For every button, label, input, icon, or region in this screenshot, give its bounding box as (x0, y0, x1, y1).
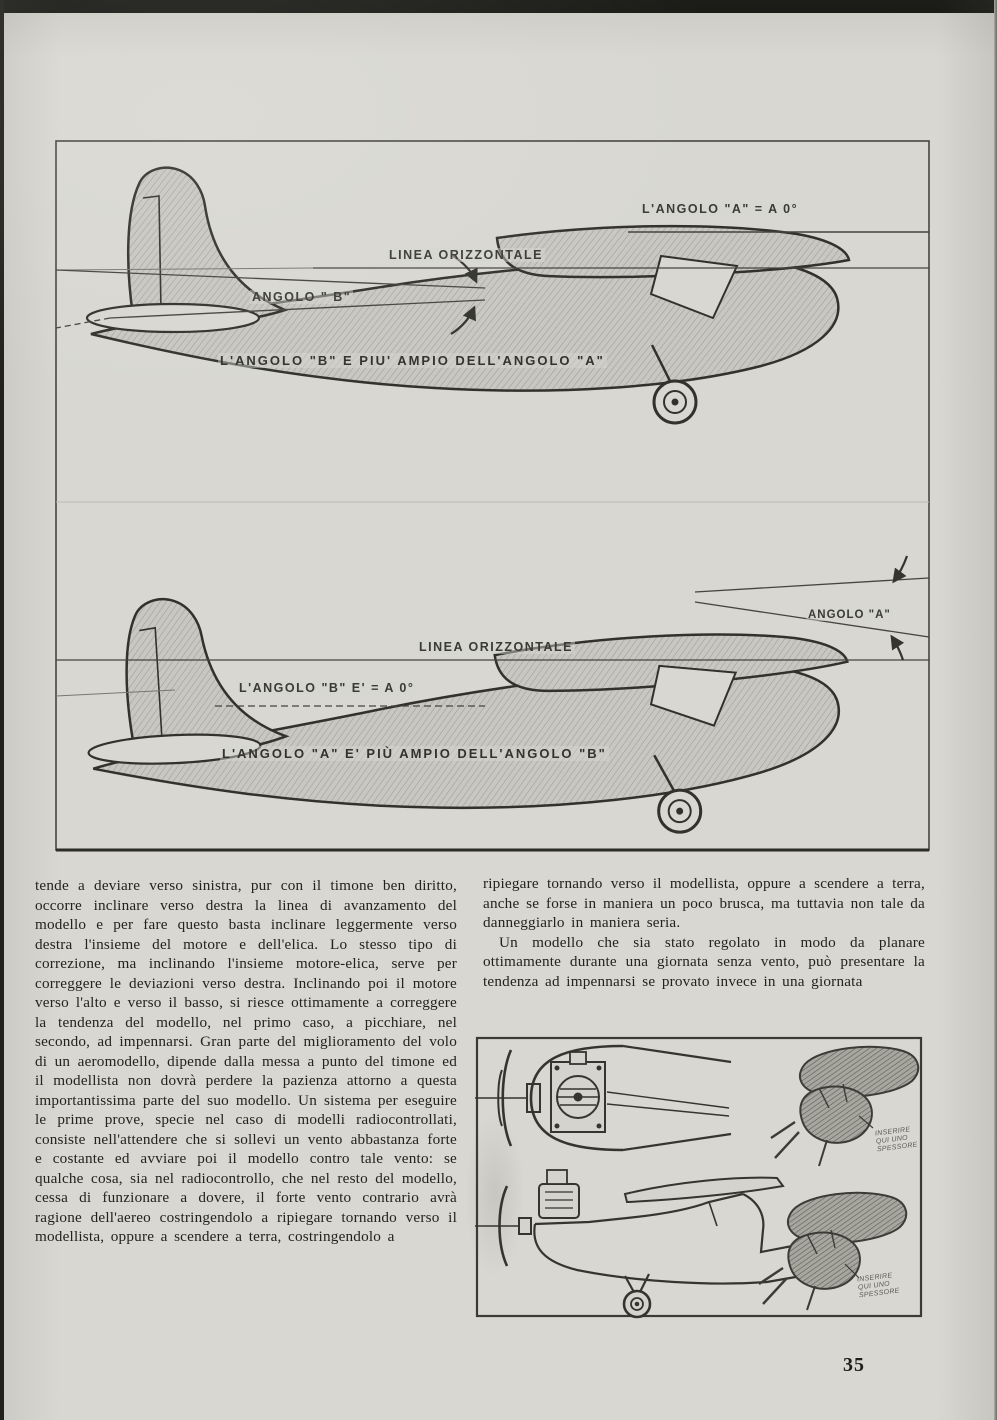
wing (495, 224, 851, 279)
angle-b-arrow-upper (452, 255, 478, 284)
propeller-blade (762, 1277, 788, 1305)
propeller-blade (774, 1131, 800, 1159)
label-linea-orizzontale-bottom: LINEA ORIZZONTALE (417, 640, 575, 654)
angle-a2-arrow-lower (890, 634, 905, 661)
label-angolo-b: ANGOLO " B" (250, 290, 354, 304)
label-angolo-a: ANGOLO "A" (806, 609, 893, 621)
cowling-outline (529, 1044, 624, 1152)
paragraph: ripiegare tornando verso il modellista, … (483, 875, 925, 931)
cockpit (649, 254, 739, 320)
wing (623, 1176, 785, 1204)
label-angle-a-equals-zero: L'ANGOLO "A" = A 0° (640, 202, 801, 216)
angle-a2-line-lower (694, 601, 930, 638)
inset-frame (475, 1036, 923, 1318)
page-number: 35 (843, 1354, 865, 1376)
angle-a2-arrow-upper (892, 555, 909, 584)
propeller-arc (498, 1185, 509, 1267)
angle-a2-line-upper (694, 577, 930, 593)
article-right-column: ripiegare tornando verso il modellista, … (483, 874, 925, 991)
scan-edge-left (0, 0, 4, 1420)
figure-airplane-angles (55, 140, 930, 852)
inset-note-top: INSERIRE QUI UNO SPESSORE (874, 1126, 919, 1154)
tailplane (85, 302, 261, 334)
label-linea-orizzontale-top: LINEA ORIZZONTALE (387, 248, 545, 262)
airplane-diagram-drawing (55, 140, 930, 852)
engine-side-view (475, 1169, 814, 1319)
caption-angle-a-wider: L'ANGOLO "A" E' PIÙ AMPIO DELL'ANGOLO "B… (220, 746, 609, 761)
scan-edge-right (994, 0, 997, 1420)
detail-sketch-top (770, 1045, 920, 1167)
scan-edge-top (0, 0, 997, 13)
detail-sketch-bottom (758, 1191, 908, 1311)
caption-angle-b-wider: L'ANGOLO "B" E PIU' AMPIO DELL'ANGOLO "A… (218, 353, 607, 368)
engine-plan-view (475, 1044, 732, 1152)
inset-engine-mount-figure (475, 1036, 925, 1320)
airplane-side-view (85, 166, 851, 425)
inset-note-bottom: INSERIRE QUI UNO SPESSORE (856, 1272, 901, 1300)
propeller-arc (501, 1049, 513, 1147)
gear-strut (650, 344, 673, 384)
inset-drawing (475, 1036, 923, 1319)
paragraph: Un modello che sia stato regolato in mod… (483, 933, 925, 990)
pointer-line (858, 1115, 874, 1129)
angle-b-arrow-lower (450, 305, 476, 335)
fuselage-outline (533, 1223, 814, 1285)
paragraph: tende a deviare verso sinistra, pur con … (35, 877, 457, 1245)
article-left-column: tende a deviare verso sinistra, pur con … (35, 876, 457, 1247)
engine-block (538, 1183, 580, 1219)
pointer-line (844, 1263, 860, 1279)
label-angle-b-equals-zero: L'ANGOLO "B" E' = A 0° (237, 681, 417, 695)
